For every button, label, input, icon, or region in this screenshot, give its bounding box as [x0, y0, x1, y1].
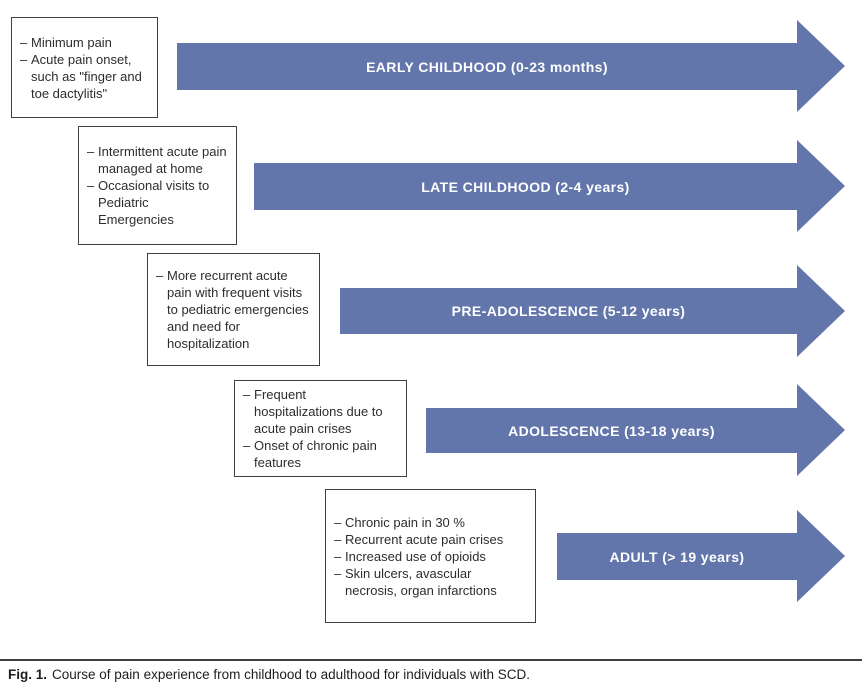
note-text: Acute pain onset, such as "finger and to… [31, 51, 142, 101]
note-dash: – [20, 34, 28, 50]
note-item: – Minimum pain [20, 34, 149, 51]
timeline-arrow-adolescence: ADOLESCENCE (13-18 years) [426, 408, 797, 453]
figure-caption-text: Course of pain experience from childhood… [52, 667, 531, 682]
notes-box-adolescence: – Frequent hospitalizations due to acute… [234, 380, 407, 477]
timeline-arrow-adult: ADULT (> 19 years) [557, 533, 797, 580]
figure-caption-label: Fig. 1. [8, 667, 48, 682]
note-dash: – [243, 438, 251, 453]
note-text: Chronic pain in 30 % [345, 514, 465, 530]
note-dash: – [334, 514, 342, 530]
note-text: More recurrent acute pain with frequent … [167, 268, 309, 351]
note-dash: – [156, 268, 164, 283]
notes-box-adult: – Chronic pain in 30 % – Recurrent acute… [325, 489, 536, 623]
arrow-head-icon [797, 140, 845, 232]
arrow-head-icon [797, 265, 845, 357]
note-text: Intermittent acute pain managed at home [98, 144, 227, 176]
note-item: – Intermittent acute pain managed at hom… [87, 143, 228, 177]
note-item: – Frequent hospitalizations due to acute… [243, 386, 398, 437]
note-text: Frequent hospitalizations due to acute p… [254, 387, 383, 436]
notes-box-pre-adolescence: – More recurrent acute pain with frequen… [147, 253, 320, 366]
note-dash: – [334, 531, 342, 547]
note-text: Onset of chronic pain features [254, 438, 377, 470]
arrow-head-icon [797, 384, 845, 476]
note-item: – Acute pain onset, such as "finger and … [20, 51, 149, 102]
arrow-head-icon [797, 20, 845, 112]
timeline-arrow-pre-adolescence: PRE-ADOLESCENCE (5-12 years) [340, 288, 797, 334]
arrow-head-icon [797, 510, 845, 602]
note-dash: – [20, 51, 28, 67]
notes-box-late-childhood: – Intermittent acute pain managed at hom… [78, 126, 237, 245]
note-item: – Occasional visits to Pediatric Emergen… [87, 177, 228, 228]
note-text: Increased use of opioids [345, 548, 486, 564]
figure-caption: Fig. 1. Course of pain experience from ch… [8, 666, 854, 683]
note-text: Recurrent acute pain crises [345, 531, 504, 547]
caption-divider [0, 659, 862, 661]
arrow-label: ADOLESCENCE (13-18 years) [508, 422, 715, 439]
note-text: Occasional visits to Pediatric Emergenci… [98, 178, 210, 227]
note-item: – Increased use of opioids [334, 548, 527, 565]
note-dash: – [87, 144, 95, 159]
arrow-label: PRE-ADOLESCENCE (5-12 years) [451, 303, 686, 319]
note-item: – Skin ulcers, avascular necrosis, organ… [334, 565, 527, 599]
note-text: Skin ulcers, avascular necrosis, organ i… [345, 565, 497, 598]
note-dash: – [243, 387, 251, 402]
arrow-label: EARLY CHILDHOOD (0-23 months) [366, 58, 608, 75]
notes-box-early-childhood: – Minimum pain – Acute pain onset, such … [11, 17, 158, 118]
note-item: – Recurrent acute pain crises [334, 531, 527, 548]
note-text: Minimum pain [31, 34, 112, 50]
arrow-label: ADULT (> 19 years) [609, 548, 745, 565]
timeline-arrow-early-childhood: EARLY CHILDHOOD (0-23 months) [177, 43, 797, 90]
note-dash: – [334, 565, 342, 581]
note-item: – Chronic pain in 30 % [334, 514, 527, 531]
note-item: – More recurrent acute pain with frequen… [156, 267, 311, 352]
note-item: – Onset of chronic pain features [243, 437, 398, 471]
arrow-label: LATE CHILDHOOD (2-4 years) [421, 178, 630, 195]
note-dash: – [334, 548, 342, 564]
note-dash: – [87, 178, 95, 193]
timeline-arrow-late-childhood: LATE CHILDHOOD (2-4 years) [254, 163, 797, 210]
